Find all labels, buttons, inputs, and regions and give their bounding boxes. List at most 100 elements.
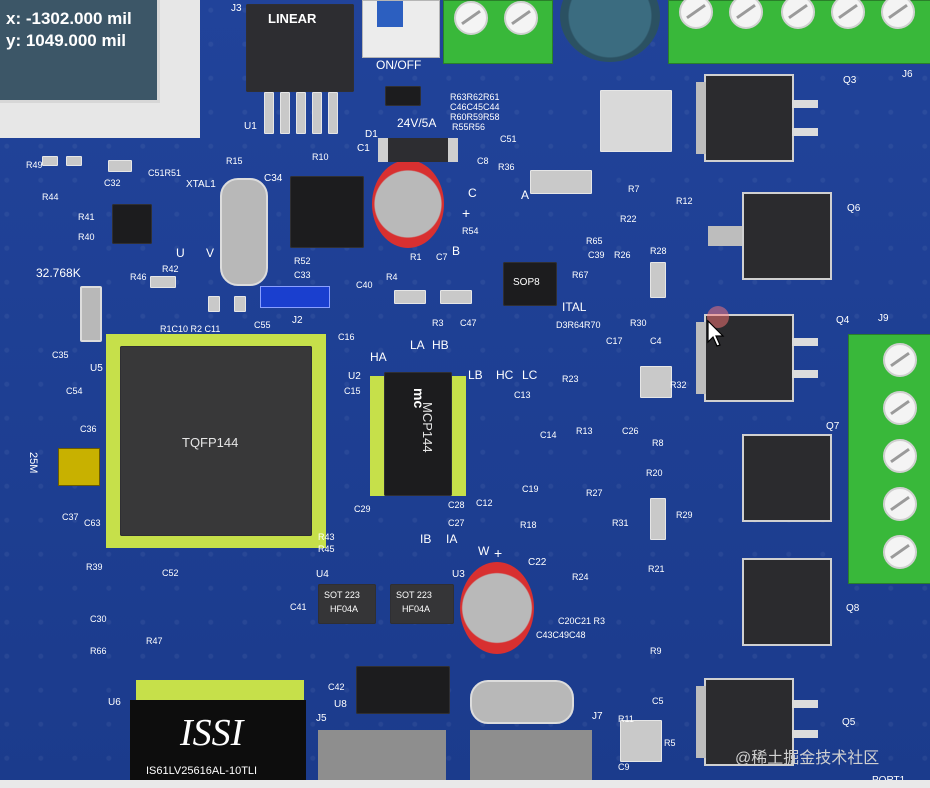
ref-J6: J6 (902, 69, 913, 80)
smd-array (600, 90, 672, 152)
ref-R30: R30 (630, 318, 647, 328)
coordinate-readout: x: -1302.000 mil y: 1049.000 mil (0, 0, 160, 103)
ref-R47: R47 (146, 636, 163, 646)
crystal-xtal1[interactable] (220, 178, 268, 286)
label-W: W (478, 544, 490, 558)
driver-label: MCP144 (420, 402, 435, 453)
ref-D1: D1 (365, 129, 378, 140)
screw-icon (881, 0, 915, 29)
smd-part (640, 366, 672, 398)
sot223-U4-type: SOT 223 (324, 590, 360, 600)
ref-J5: J5 (316, 713, 327, 724)
screw-icon (883, 343, 917, 377)
mosfet-Q8[interactable] (744, 560, 830, 644)
ref-R39: R39 (86, 562, 103, 572)
regulator-leads (258, 92, 344, 134)
ref-R13: R13 (576, 426, 593, 436)
ref-C9: C9 (618, 762, 630, 772)
jumper-J2[interactable] (260, 286, 330, 308)
ref-C27: C27 (448, 518, 465, 528)
chip-U8[interactable] (356, 666, 450, 714)
ref-C41: C41 (290, 602, 307, 612)
ref-R8: R8 (652, 438, 664, 448)
smd-part (530, 170, 592, 194)
ref-R41: R41 (78, 212, 95, 222)
j6-terminal[interactable] (668, 0, 930, 64)
ref-J3: J3 (231, 3, 242, 14)
chip-sop8[interactable]: SOP8 (503, 262, 557, 306)
fuse[interactable] (385, 86, 421, 106)
diode-D1[interactable] (378, 138, 458, 162)
mcu-tqfp144[interactable]: TQFP144 (120, 346, 312, 536)
linear-regulator[interactable]: LINEAR (246, 4, 354, 92)
crystal-32k[interactable] (80, 286, 102, 342)
smd-part (440, 290, 472, 304)
oscillator-25m[interactable] (58, 448, 100, 486)
ref-R45: R45 (318, 544, 335, 554)
ref-R20: R20 (646, 468, 663, 478)
ref-R11: R11 (618, 714, 634, 724)
label-U: U (176, 246, 185, 260)
ref-R36: R36 (498, 162, 515, 172)
smd-part (42, 156, 58, 166)
label-HB: HB (432, 338, 449, 352)
ref-C14: C14 (540, 430, 557, 440)
sot223-U3[interactable]: SOT 223 HF04A (390, 584, 454, 624)
mosfet-Q5[interactable] (696, 680, 818, 764)
ref-D3R64R70: D3R64R70 (556, 320, 601, 330)
plus-mark: + (462, 205, 471, 221)
watermark: @稀土掘金技术社区 (735, 750, 880, 767)
ref-R43: R43 (318, 532, 335, 542)
connector-J7[interactable] (470, 730, 592, 780)
sot223-U4[interactable]: SOT 223 HF04A (318, 584, 376, 624)
ref-C63: C63 (84, 518, 101, 528)
inductor-cdhh73[interactable] (290, 176, 364, 248)
electrolytic-cap-c22[interactable] (460, 562, 534, 654)
ref-R46: R46 (130, 272, 147, 282)
ref-C26: C26 (622, 426, 639, 436)
ref-Q7: Q7 (826, 421, 840, 432)
ref-R54: R54 (462, 226, 479, 236)
label-LA: LA (410, 338, 425, 352)
sot223-U3-type: SOT 223 (396, 590, 432, 600)
chip-small-U7[interactable] (112, 204, 152, 244)
smd-part (208, 296, 220, 312)
screw-icon (679, 0, 713, 29)
smd-part (394, 290, 426, 304)
ref-C39: C39 (588, 250, 605, 260)
mosfet-Q3[interactable] (696, 76, 818, 160)
ref-J9: J9 (878, 313, 889, 324)
mosfet-Q6[interactable] (708, 194, 830, 278)
sram-issi[interactable]: ISSI IS61LV25616AL-10TLI (130, 700, 306, 780)
driver-mcp144[interactable]: MCP144 mc (384, 372, 452, 496)
smd-part (108, 160, 132, 172)
ref-R31: R31 (612, 518, 629, 528)
ref-C40: C40 (356, 280, 373, 290)
power-terminal[interactable] (443, 0, 553, 64)
ref-U2: U2 (348, 371, 361, 382)
ref-R27: R27 (586, 488, 603, 498)
ref-C4: C4 (650, 336, 662, 346)
bulk-capacitor[interactable] (560, 0, 660, 62)
smd-part (650, 262, 666, 298)
ref-group4: R55R56 (452, 122, 486, 132)
ref-R18: R18 (520, 520, 537, 530)
mosfet-Q4[interactable] (696, 316, 818, 400)
electrolytic-cap-c[interactable] (372, 160, 444, 248)
on-off-switch[interactable] (362, 0, 440, 58)
on-off-label: ON/OFF (376, 58, 422, 72)
sop8-label: SOP8 (513, 277, 540, 288)
connector-J5[interactable] (318, 730, 446, 780)
screw-icon (454, 1, 488, 35)
ref-R26: R26 (614, 250, 631, 260)
plus-mark-2: + (494, 545, 503, 561)
crystal-bottom[interactable] (470, 680, 574, 724)
ref-C52: C52 (162, 568, 179, 578)
j9-terminal[interactable] (848, 334, 930, 584)
label-IB: IB (420, 532, 432, 546)
ref-group3: R60R59R58 (450, 112, 500, 122)
screw-icon (831, 0, 865, 29)
mosfet-Q7[interactable] (744, 436, 830, 520)
ref-R9: R9 (650, 646, 662, 656)
